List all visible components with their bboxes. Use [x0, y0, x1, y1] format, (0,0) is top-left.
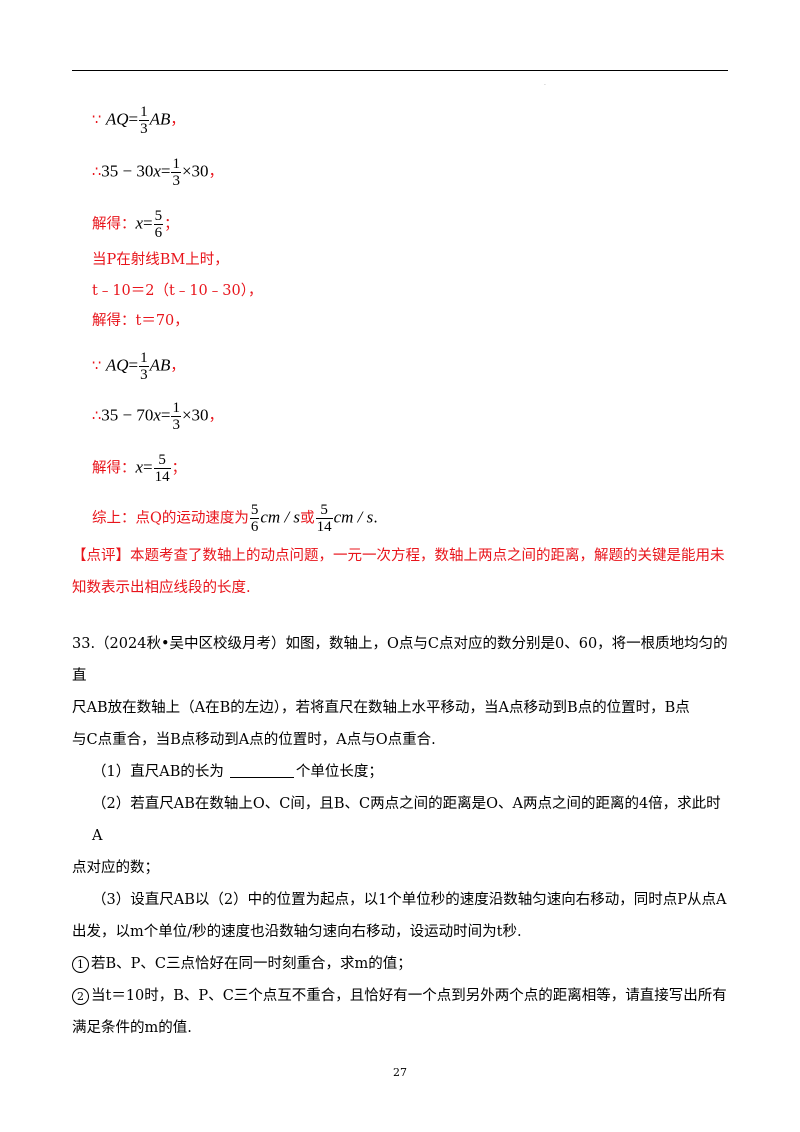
sub-question-3a: （3）设直尺AB以（2）中的位置为起点，以1个单位秒的速度沿数轴匀速向右移动，同… — [92, 892, 727, 908]
header-dot: · — [544, 82, 546, 89]
sub-question-3b: 出发，以m个单位/秒的速度也沿数轴匀速向右移动，设运动时间为t秒. — [72, 924, 522, 940]
sub-question-2a: （2）若直尺AB在数轴上O、C间，且B、C两点之间的距离是O、A两点之间的距离的… — [92, 796, 721, 844]
answer-blank[interactable] — [229, 763, 294, 778]
solution-t-value: 解得：t＝70， — [92, 313, 189, 329]
question-stem-2: 尺AB放在数轴上（A在B的左边），若将直尺在数轴上水平移动，当A点移动到B点的位… — [72, 700, 690, 716]
header-rule — [72, 70, 728, 71]
sub-question-1: （1）直尺AB的长为个单位长度； — [92, 763, 383, 780]
circled-number-1: 1 — [72, 956, 89, 973]
sub-question-3-part-2b: 满足条件的m的值. — [72, 1020, 192, 1036]
page-number: 27 — [393, 1066, 407, 1079]
solution-case-2: 当P在射线BM上时， — [92, 252, 229, 268]
circled-number-2: 2 — [72, 988, 89, 1005]
question-stem-1: 33.（2024秋•吴中区校级月考）如图，数轴上，O点与C点对应的数分别是0、6… — [72, 636, 728, 684]
solution-equation-2: t﹣10＝2（t﹣10﹣30）， — [92, 283, 263, 299]
comment-block: 【点评】本题考查了数轴上的动点问题，一元一次方程，数轴上两点之间的距离，解题的关… — [72, 548, 725, 596]
question-33: 33.（2024秋•吴中区校级月考）如图，数轴上，O点与C点对应的数分别是0、6… — [72, 628, 728, 1044]
sub-question-2b: 点对应的数； — [72, 860, 159, 876]
question-stem-3: 与C点重合，当B点移动到A点的位置时，A点与O点重合. — [72, 732, 436, 748]
